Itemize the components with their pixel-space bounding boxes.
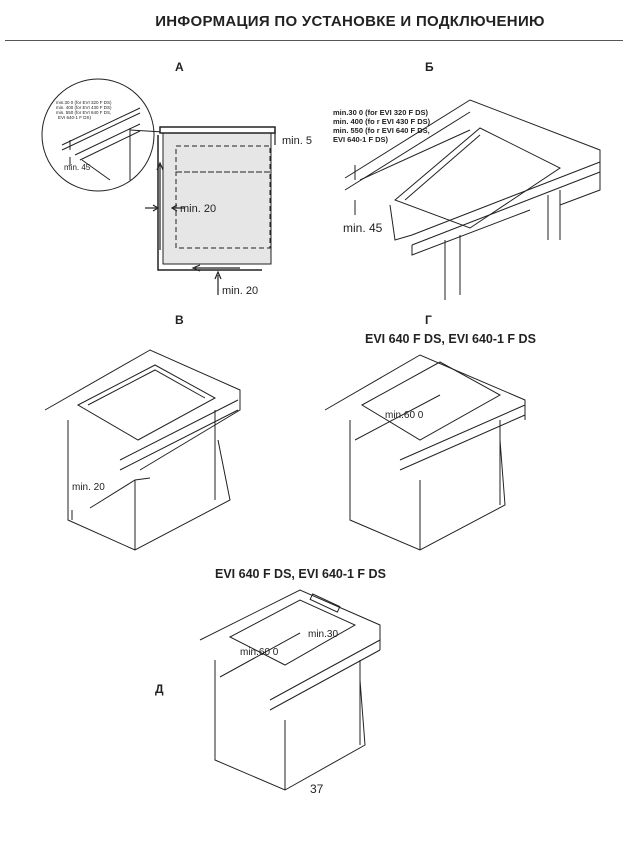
- min20-bottom-label: min. 20: [222, 285, 258, 297]
- v-min20-label: min. 20: [72, 482, 105, 493]
- detail-note-4: EVI 640-1 F DS): [58, 115, 92, 120]
- detail-circle: [41, 78, 155, 192]
- figure-g-models: EVI 640 F DS, EVI 640-1 F DS: [365, 332, 536, 346]
- b-note-2: min. 400 (fo r EVI 430 F DS): [333, 117, 431, 126]
- page-title: ИНФОРМАЦИЯ ПО УСТАНОВКЕ И ПОДКЛЮЧЕНИЮ: [155, 13, 545, 30]
- detail-min45: min. 45: [64, 163, 91, 172]
- oven-space: [175, 171, 271, 249]
- detail-note-3: min. 550 (for EVI 640 F DS,: [56, 110, 111, 115]
- detail-countertop: [61, 107, 181, 181]
- b-note-4: EVI 640-1 F DS): [333, 135, 389, 144]
- page-number: 37: [310, 782, 324, 796]
- d-min600-label: min.60 0: [240, 647, 279, 658]
- figure-label-d: Д: [155, 682, 164, 696]
- figure-label-v: В: [175, 313, 184, 327]
- detail-note-2: min. 400 (for EVI 430 F DS): [56, 105, 112, 110]
- header-divider: [5, 40, 623, 41]
- b-note-3: min. 550 (fo r EVI 640 F DS,: [333, 126, 430, 135]
- figure-label-a: А: [175, 60, 184, 74]
- figure-label-g: Г: [425, 313, 432, 327]
- min5-label: min. 5: [282, 135, 312, 147]
- figure-label-b: Б: [425, 60, 434, 74]
- detail-note-1: min.30 0 (for EVI 320 F DS): [56, 100, 112, 105]
- hob-body: [175, 145, 271, 173]
- b-note-1: min.30 0 (for EVI 320 F DS): [333, 108, 429, 117]
- g-min600-label: min.60 0: [385, 410, 424, 421]
- figure-d-models: EVI 640 F DS, EVI 640-1 F DS: [215, 567, 386, 581]
- d-min30-label: min.30: [308, 629, 338, 640]
- min20-side-label: min. 20: [180, 203, 216, 215]
- b-min45-label: min. 45: [343, 221, 383, 235]
